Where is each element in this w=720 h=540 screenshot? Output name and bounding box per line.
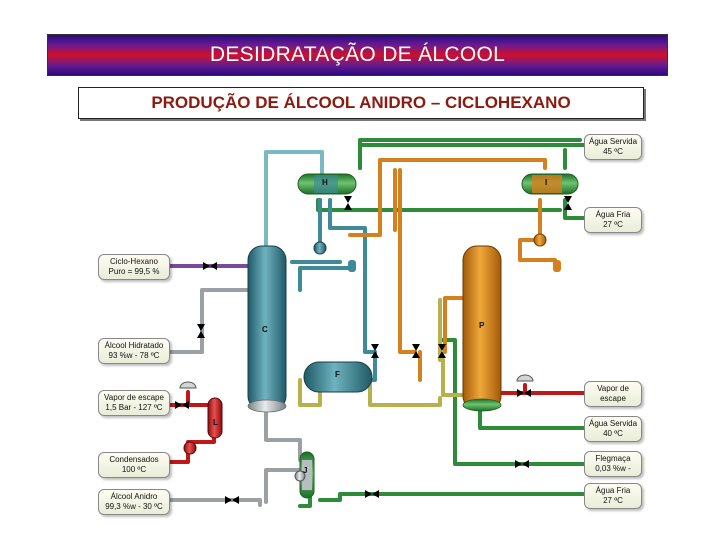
equipment-label-f: F [335,370,340,379]
label-agua-servida-mid: Água Servida 40 ºC [584,416,642,442]
overhead-vapor-pipe [264,150,324,250]
label-alcool-anidro: Álcool Anidro 99,3 %w - 30 ºC [98,489,170,515]
equipment-label-h: H [322,178,328,187]
label-condensados: Condensados 100 ºC [98,452,170,478]
pump-icon [183,233,547,482]
cooling-water-pipes [298,138,597,508]
steam-pipes [168,383,587,464]
label-vapor-escape-left: Vapor de escape 1,5 Bar - 127 ºC [98,390,170,416]
column-c [247,245,287,413]
reboiler-l [207,397,223,439]
orange-process-pipes [348,158,557,382]
steam-trap-icon [179,374,534,389]
label-agua-servida-top: Água Servida 45 ºC [584,134,642,160]
subtitle-box: PRODUÇÃO DE ÁLCOOL ANIDRO – CICLOHEXANO [78,87,644,119]
title-bar: DESIDRATAÇÃO DE ÁLCOOL [47,34,668,76]
decanter-f [303,361,373,393]
equipment-label-c: C [262,325,268,334]
column-p [462,245,502,412]
label-ciclo-hexano: Ciclo-Hexano Puro = 99,5 % [98,254,170,280]
equipment-label-i: I [545,178,548,187]
condenser-h [297,173,357,195]
condenser-i [521,173,579,195]
label-agua-fria-top: Água Fria 27 ºC [584,207,642,233]
label-flegmaca: Flegmaça 0,03 %w - [584,451,642,477]
page-subtitle: PRODUÇÃO DE ÁLCOOL ANIDRO – CICLOHEXANO [151,93,571,112]
label-alcool-hidratado: Álcool Hidratado 93 %w - 78 ºC [98,338,170,364]
label-agua-fria-bottom: Água Fria 27 ºC [584,483,642,509]
teal-process-pipes [290,198,377,382]
label-vapor-escape-right: Vapor de escape [584,381,642,407]
equipment-label-p: P [479,321,485,330]
page-title: DESIDRATAÇÃO DE ÁLCOOL [209,43,506,66]
equipment-label-j: J [303,466,308,475]
valve-icon [155,196,572,504]
equipment-label-l: L [213,418,218,427]
inlet-nozzle-icon [348,260,561,272]
olive-process-pipes [298,298,472,407]
